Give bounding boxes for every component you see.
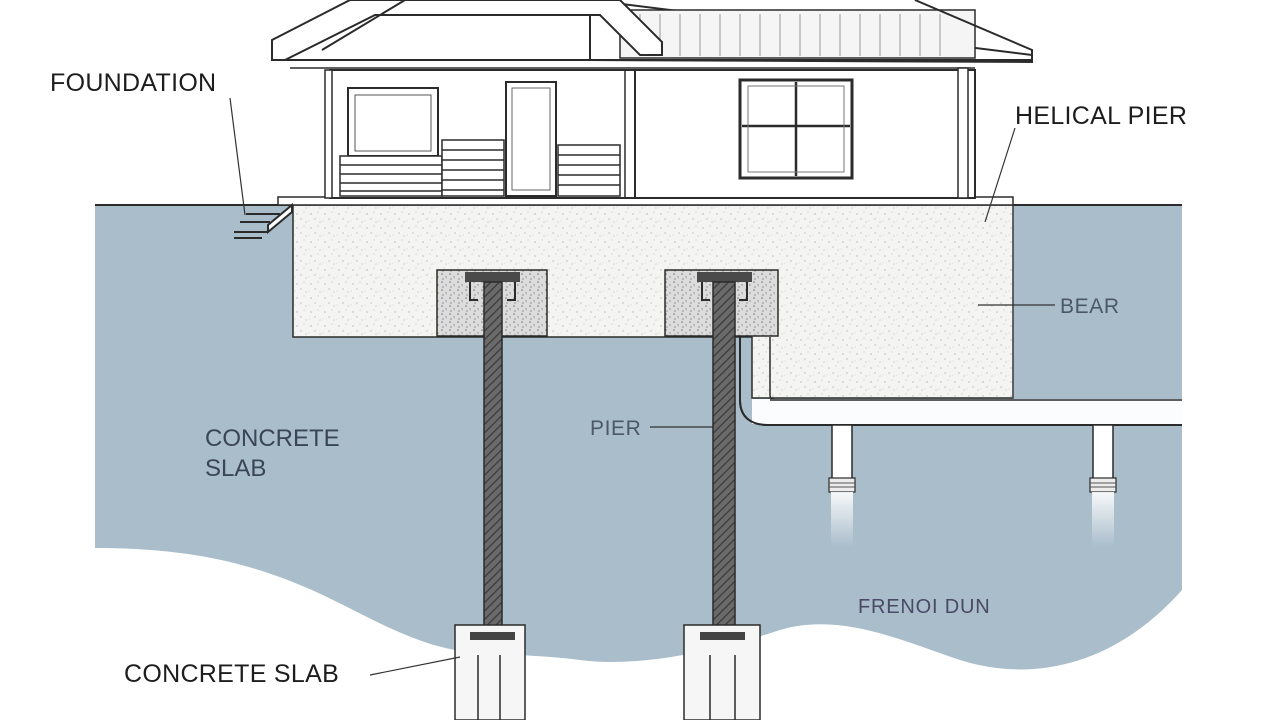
drain-outlet (828, 424, 856, 547)
label-french-drain: FRENOI DUN (858, 596, 990, 618)
helical-pier-left (436, 269, 548, 720)
label-concrete-slab-left-line2: SLAB (205, 455, 266, 482)
drain-outlet (1089, 424, 1117, 547)
label-pier: PIER (590, 417, 641, 440)
label-helical-pier: HELICAL PIER (1015, 102, 1187, 130)
label-foundation: FOUNDATION (50, 69, 216, 97)
house-illustration (234, 0, 1033, 239)
label-concrete-slab-bottom: CONCRETE SLAB (124, 660, 339, 688)
french-drain-pipe (739, 337, 1182, 547)
label-bear: BEAR (1060, 295, 1120, 318)
helical-pier-right (664, 269, 779, 720)
leader-lines (229, 97, 1055, 676)
label-concrete-slab-left-line1: CONCRETE (205, 425, 340, 452)
lower-ground (95, 548, 1182, 720)
